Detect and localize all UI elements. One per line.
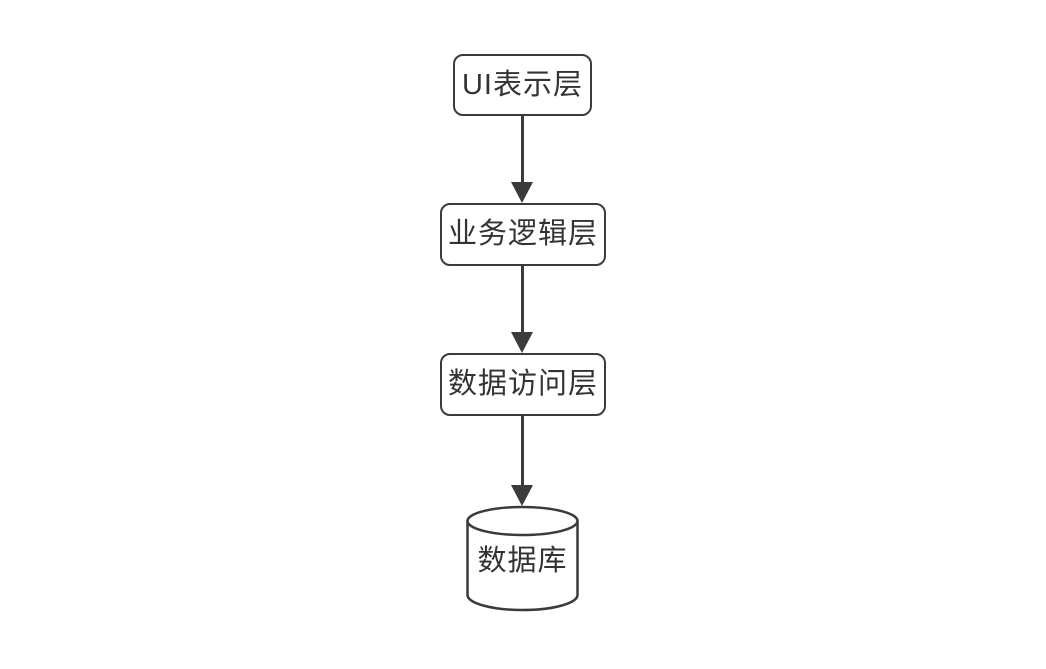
node-business-logic-layer-label: 业务逻辑层 bbox=[447, 218, 598, 250]
arrow-head-icon bbox=[511, 182, 533, 203]
node-business-logic-layer: 业务逻辑层 bbox=[440, 203, 606, 266]
arrow-head-icon bbox=[511, 332, 533, 353]
database-cylinder-icon bbox=[466, 505, 579, 612]
arrow-shaft bbox=[520, 266, 524, 332]
arrow-business-to-data-access bbox=[511, 266, 533, 353]
arrow-shaft bbox=[520, 116, 524, 182]
node-data-access-layer-label: 数据访问层 bbox=[447, 368, 598, 400]
node-database-label: 数据库 bbox=[477, 545, 568, 577]
node-ui-layer-label: UI表示层 bbox=[461, 68, 583, 101]
node-database: 数据库 bbox=[466, 505, 579, 612]
node-ui-layer: UI表示层 bbox=[453, 54, 592, 116]
arrow-head-icon bbox=[511, 485, 533, 506]
node-data-access-layer: 数据访问层 bbox=[440, 353, 606, 416]
arrow-shaft bbox=[520, 416, 524, 485]
arrow-data-access-to-database bbox=[511, 416, 533, 506]
arrow-ui-to-business bbox=[511, 116, 533, 203]
